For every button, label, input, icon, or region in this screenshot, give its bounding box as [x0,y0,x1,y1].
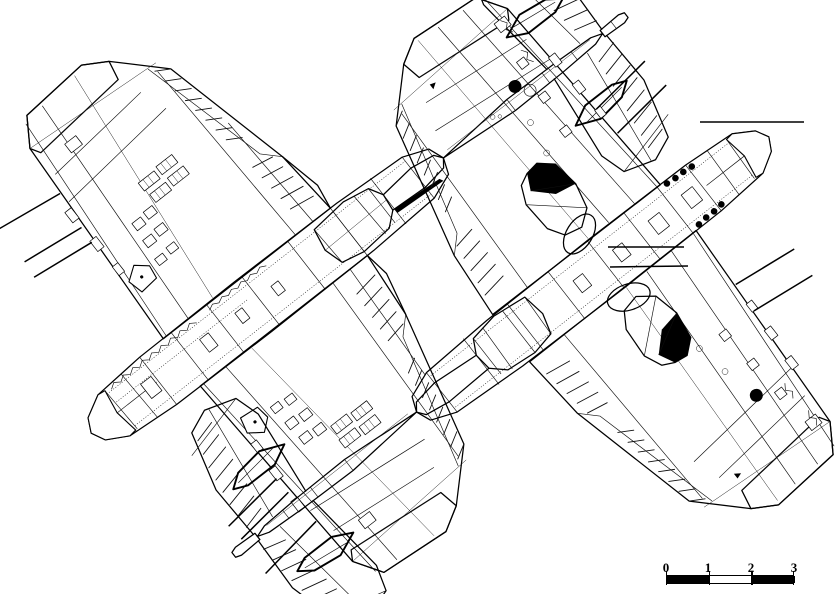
wing-port [393,0,667,316]
detail-overlays [608,121,804,268]
pitot-tube [609,265,689,268]
scale-tick-label-0: 0 [662,560,670,575]
fuselage-centre [87,32,604,441]
scale-bar-track [666,575,795,584]
scale-tick-label-3: 3 [790,560,798,575]
view-upper-left [0,0,669,575]
scale-tick-3 [792,571,794,585]
scale-segment-2-3 [752,576,795,583]
gun-bay-panel-cluster [330,400,382,449]
engine-nacelle [606,282,692,366]
scale-tick-2 [751,571,753,585]
wing-starboard [199,254,467,575]
gun-bay-panel-cluster [137,154,190,203]
empennage [191,397,387,594]
scale-tick-label-1: 1 [704,560,712,575]
fuel-filler-cap [749,388,763,402]
wing-port [0,60,332,340]
view-lower-right [191,0,835,594]
wing-starboard [528,229,835,510]
scale-tick-0 [666,571,668,585]
scale-tick-label-2: 2 [747,560,755,575]
scale-segment-1-2 [709,576,753,583]
exhaust-stubs [663,163,725,228]
scale-segment-0-1 [667,576,710,583]
engine-nacelle [520,162,597,255]
empennage [473,0,669,173]
fuel-filler-cap [508,79,522,93]
scale-tick-1 [708,571,710,585]
